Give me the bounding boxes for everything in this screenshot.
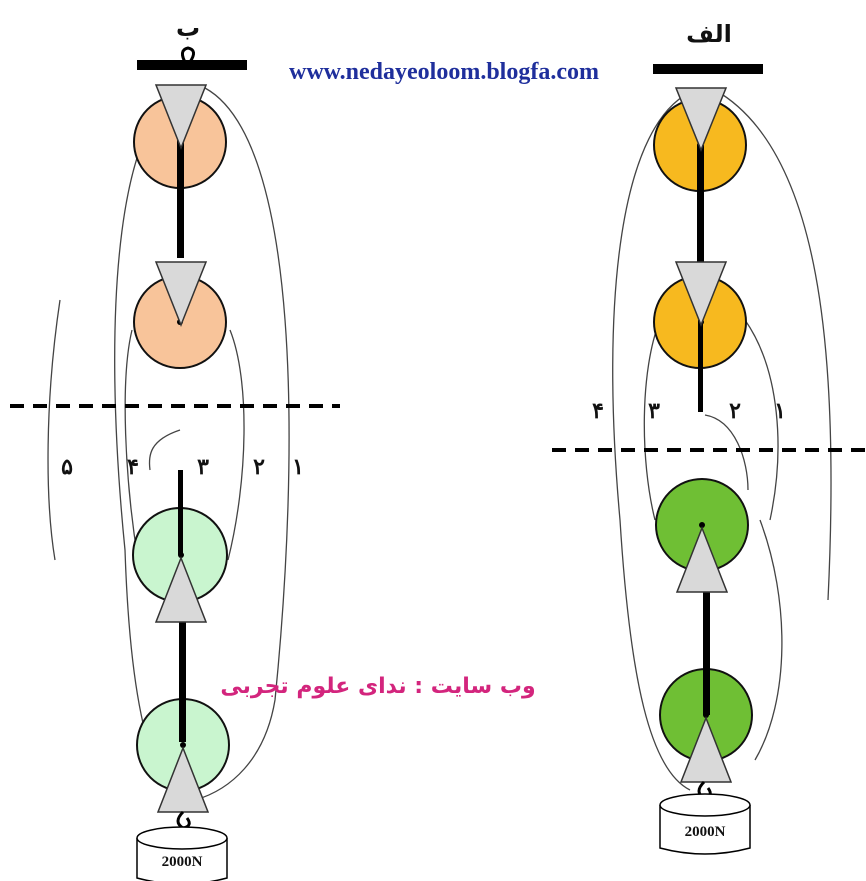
rope-label-b-1: ۱ [292,454,304,480]
rope-label-alef-1: ۱ [774,398,786,424]
axle-dot [180,742,186,748]
weight-body-alef [659,805,751,855]
rope-label-alef-2: ۲ [729,398,741,424]
weight-top-alef [659,793,751,817]
rope-label-alef-4: ۴ [592,398,604,424]
weight-body-b [136,838,228,881]
hanger-triangle-alef-4 [679,715,733,783]
system-alef: الف 2000N [552,20,866,855]
hanger-triangle-b-3 [154,555,208,623]
hanger-triangle-alef-1 [674,87,728,153]
rope-label-b-4: ۴ [127,454,139,480]
rod-alef-middle [698,320,703,412]
rod-alef-bottom [703,590,710,715]
ropes-alef [612,89,832,791]
watermark-url: www.nedayeoloom.blogfa.com [289,59,599,85]
hanger-triangle-b-2 [154,261,208,328]
weight-label-b: 2000N [162,854,203,870]
rope-label-b-2: ۲ [253,454,265,480]
system-b-title: ب [176,14,200,42]
system-alef-title: الف [686,20,732,48]
ceiling-bar-b [137,60,247,70]
axle-dot [699,522,705,528]
weight-top-b [136,826,228,850]
rod-alef-top [697,145,704,263]
rod-b-bottom [179,612,186,742]
rod-b-middle [178,470,183,555]
axle-dot [178,552,184,558]
axle-dot [703,712,709,718]
weight-hook-b [176,810,191,830]
hanger-triangle-alef-3 [675,525,729,593]
rod-b-top [177,140,184,258]
rope-label-b-3: ۳ [197,454,209,480]
rope-label-alef-3: ۳ [648,398,660,424]
ceiling-bar-alef [653,64,763,74]
system-b: ب 2000N [10,14,340,881]
rope-label-b-5: ۵ [61,454,73,480]
hanger-triangle-b-1 [154,84,208,151]
site-caption: وب سایت : ندای علوم تجربی [220,674,535,699]
weight-label-alef: 2000N [685,824,726,840]
hanger-triangle-alef-2 [674,261,728,328]
ceiling-hook-b [181,46,195,65]
